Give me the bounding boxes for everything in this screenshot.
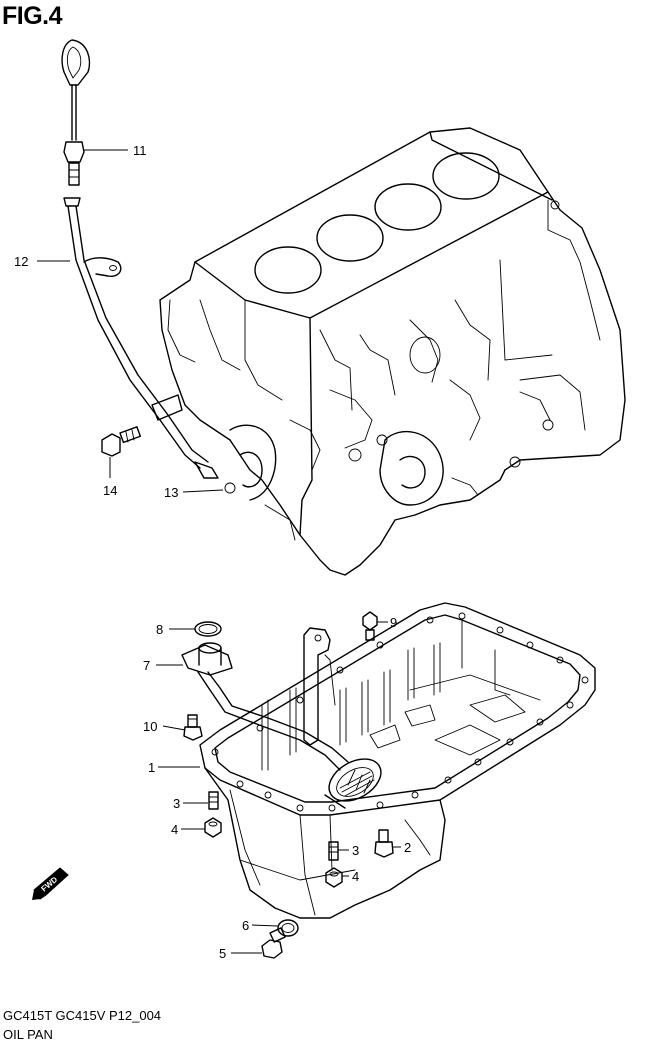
o-ring-8 xyxy=(194,621,222,637)
figure-title: FIG.4 xyxy=(2,2,63,30)
callout-4-right: 4 xyxy=(352,869,359,884)
callout-3-left: 3 xyxy=(173,796,180,811)
fwd-arrow-icon: FWD xyxy=(32,867,69,900)
callout-7: 7 xyxy=(143,658,150,673)
callout-labels: 11 12 14 13 8 9 7 10 1 3 4 3 2 4 6 5 xyxy=(14,143,411,961)
drain-gasket-6 xyxy=(277,919,299,937)
callout-1: 1 xyxy=(148,760,155,775)
baffle-bracket xyxy=(303,627,336,746)
dipstick-tube xyxy=(63,197,236,494)
bolt-10 xyxy=(183,714,203,741)
nut-4-right xyxy=(325,867,343,888)
callout-4-left: 4 xyxy=(171,822,178,837)
bolt-14 xyxy=(101,426,142,457)
model-codes: GC415T GC415V P12_004 xyxy=(3,1008,162,1023)
callout-9: 9 xyxy=(390,615,397,630)
bolt-9 xyxy=(362,611,378,641)
callout-3-right: 3 xyxy=(352,843,359,858)
engine-block xyxy=(159,127,626,576)
oil-strainer xyxy=(181,642,382,809)
callout-6: 6 xyxy=(242,918,249,933)
callout-8: 8 xyxy=(156,622,163,637)
oil-pan xyxy=(199,602,596,919)
callout-12: 12 xyxy=(14,254,28,269)
callout-14: 14 xyxy=(103,483,117,498)
leader-lines xyxy=(37,149,401,954)
callout-5: 5 xyxy=(219,946,226,961)
drain-plug-5 xyxy=(261,927,286,959)
section-name: OIL PAN xyxy=(3,1027,53,1042)
dipstick xyxy=(61,39,91,186)
callout-2: 2 xyxy=(404,840,411,855)
callout-10: 10 xyxy=(143,719,157,734)
callout-13: 13 xyxy=(164,485,178,500)
stud-3-right xyxy=(328,841,339,861)
bolt-2 xyxy=(374,829,394,858)
stud-3-left xyxy=(208,791,219,810)
nut-4-left xyxy=(204,817,222,838)
callout-11: 11 xyxy=(133,143,147,158)
